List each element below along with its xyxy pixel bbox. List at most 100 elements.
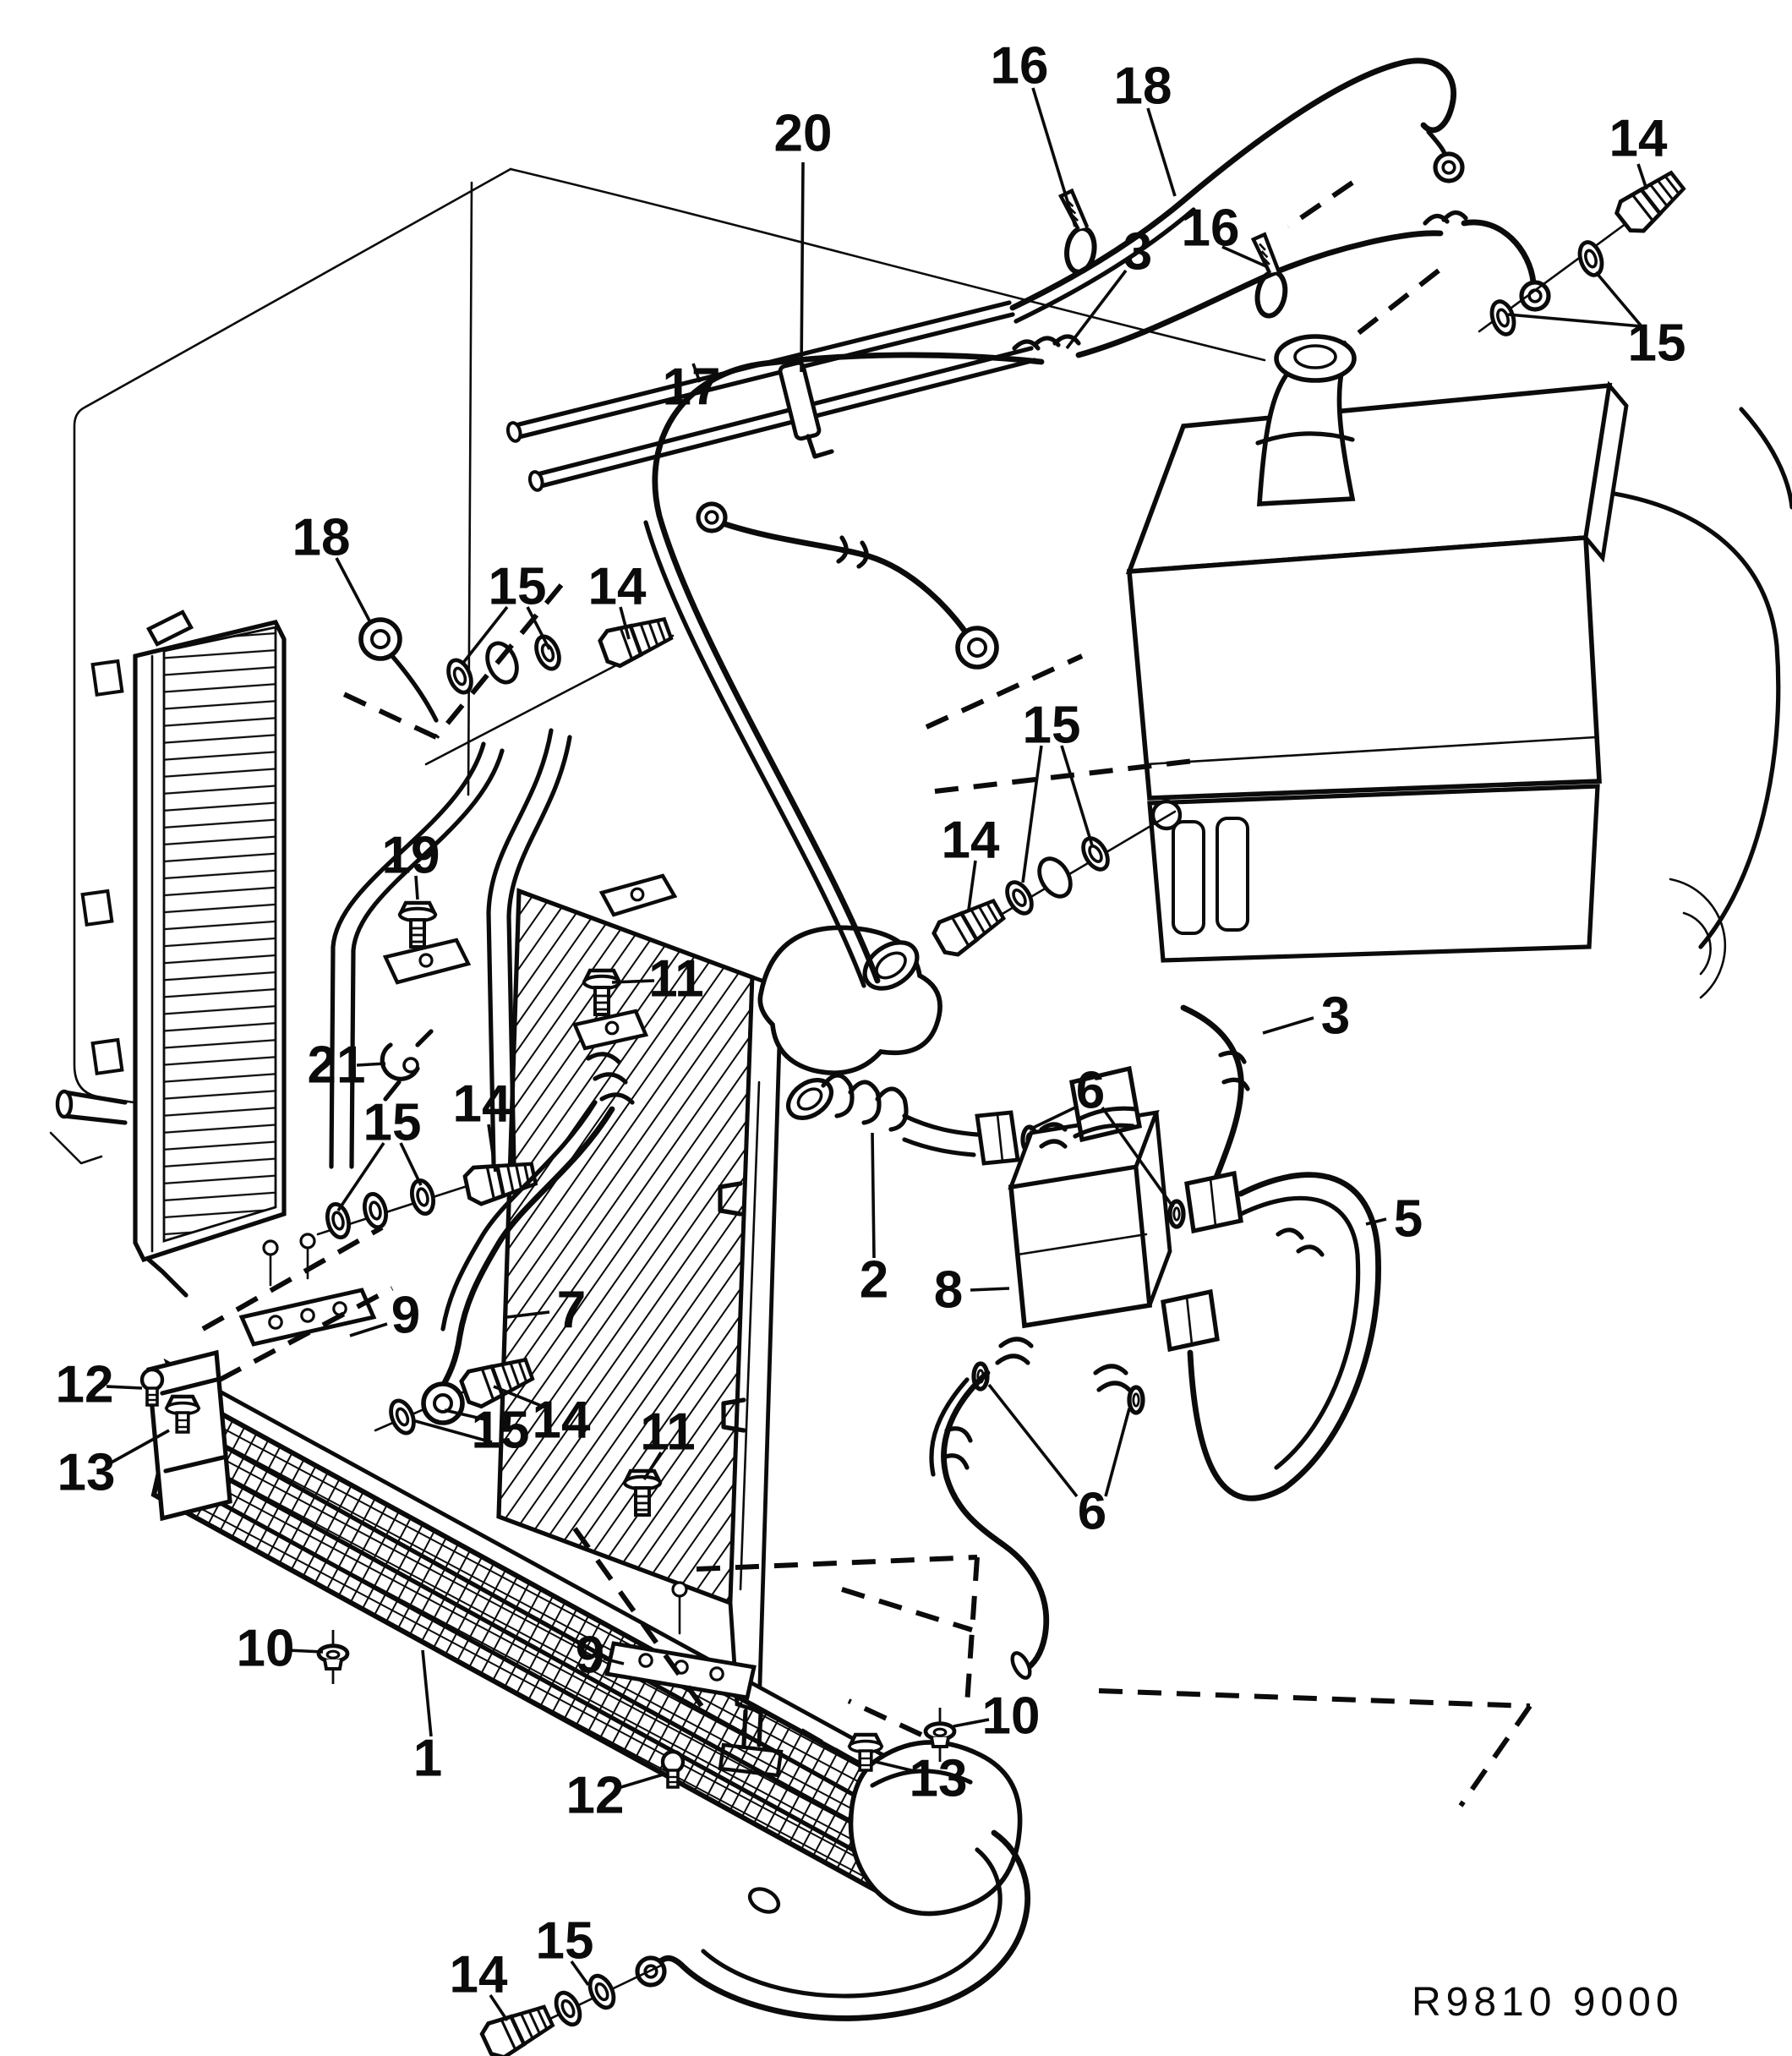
cooler-return-hose [637, 1829, 1030, 2021]
leader-line-14 [619, 606, 631, 640]
leader-line-3 [1065, 269, 1128, 350]
callout-6-38: 6 [1078, 1483, 1106, 1541]
leader-line-7 [506, 1310, 550, 1319]
oring-6-lower-right [1129, 1387, 1143, 1413]
callout-6-17: 6 [1076, 1062, 1105, 1120]
pipe-clamp-21 [380, 1029, 434, 1102]
callout-14-29: 14 [533, 1392, 591, 1450]
callout-19-13: 19 [382, 827, 440, 885]
leader-line-11 [642, 1452, 663, 1480]
callout-20-0: 20 [774, 105, 833, 163]
leader-line-15 [570, 1960, 590, 1987]
callout-18-2: 18 [1114, 57, 1172, 116]
callout-17-7: 17 [663, 358, 721, 417]
leader-line-12 [106, 1385, 143, 1390]
callout-1-35: 1 [413, 1730, 442, 1788]
callout-15-11: 15 [1023, 697, 1081, 755]
leader-line-15 [336, 1141, 385, 1212]
callout-5-18: 5 [1394, 1190, 1423, 1249]
leader-line-18 [1146, 107, 1177, 197]
leader-line-9 [349, 1322, 388, 1337]
leader-line-15 [444, 1408, 489, 1422]
oil-cooler-1 [142, 1233, 1030, 2056]
leader-line-15 [462, 605, 509, 664]
engine-block [1147, 407, 1792, 999]
hose-3-long [643, 210, 1549, 988]
leader-line-11 [611, 979, 655, 984]
radiator-center [496, 873, 942, 1778]
washer-cluster-15e [374, 1352, 535, 1436]
callout-18-8: 18 [292, 509, 351, 567]
cooler-pipes-left [316, 583, 674, 1239]
hose-7-inner [440, 1100, 598, 1331]
callout-15-21: 15 [363, 1094, 422, 1152]
leader-line-14 [493, 1385, 549, 1410]
leader-line-8 [970, 1287, 1010, 1292]
leader-line-5 [1365, 1217, 1387, 1226]
leader-line-17 [691, 363, 702, 383]
leader-line-10 [953, 1718, 990, 1728]
leader-line-12 [615, 1772, 667, 1791]
hose-with-grommet [698, 504, 1194, 794]
pipe-clamp-20 [778, 360, 834, 459]
leader-line-2 [871, 1132, 876, 1259]
callout-8-20: 8 [934, 1261, 963, 1320]
leader-line-6 [987, 1383, 1079, 1498]
callout-9-30: 9 [576, 1627, 604, 1685]
callout-16-1: 16 [991, 37, 1049, 96]
leader-line-18 [335, 557, 372, 623]
hose-4 [929, 1370, 1050, 1680]
leader-line-19 [414, 875, 419, 900]
leader-line-13 [875, 1760, 919, 1774]
callout-12-25: 12 [56, 1356, 114, 1414]
leader-line-14 [1636, 163, 1648, 190]
callout-15-36: 15 [536, 1912, 594, 1971]
leader-line-20 [800, 161, 805, 373]
hose-18 [1009, 57, 1462, 324]
engine-assembly [698, 334, 1792, 999]
leader-line-15 [399, 1142, 423, 1186]
callout-3-3: 3 [1123, 223, 1152, 282]
figure-reference-code: R9810 9000 [1412, 1980, 1684, 2025]
leader-line-10 [287, 1649, 324, 1654]
callout-14-12: 14 [942, 812, 1000, 870]
callout-10-34: 10 [982, 1687, 1041, 1746]
hose-2 [821, 1073, 1020, 1166]
oil-pipes-17 [505, 300, 1037, 492]
hose-7 [433, 1106, 615, 1400]
leader-line-16 [1031, 87, 1077, 227]
leader-line-21 [356, 1062, 386, 1067]
callout-3-16: 3 [1321, 987, 1350, 1046]
leader-line-15 [1060, 745, 1094, 846]
callout-13-26: 13 [57, 1444, 116, 1502]
banjo-top-right [1287, 166, 1689, 351]
leader-line-14 [489, 1994, 509, 2021]
leader-line-1 [421, 1649, 433, 1737]
callout-16-4: 16 [1182, 200, 1240, 258]
callout-15-9: 15 [489, 558, 547, 616]
callout-14-37: 14 [450, 1946, 508, 2004]
leader-line-15 [1021, 745, 1043, 883]
leader-line-14 [967, 860, 977, 910]
leader-line-6 [1104, 1408, 1131, 1497]
callout-7-24: 7 [557, 1282, 586, 1340]
leader-line-3 [1262, 1016, 1314, 1035]
leader-line-15 [412, 1419, 493, 1444]
pipe-bracket-19 [382, 903, 472, 985]
callout-2-19: 2 [860, 1251, 888, 1310]
callout-11-14: 11 [648, 950, 704, 1009]
leader-line-13 [107, 1429, 170, 1466]
hose-5 [1161, 1172, 1381, 1501]
banjo-port-boss [1150, 799, 1183, 831]
leader-line-9 [603, 1657, 625, 1665]
bracket-11a [571, 971, 649, 1051]
grommet-18b [361, 620, 400, 659]
alignment-dashes [201, 1225, 1532, 1807]
callout-11-27: 11 [640, 1403, 696, 1462]
callout-9-23: 9 [391, 1287, 420, 1345]
leader-line-14 [487, 1124, 497, 1173]
radiator-left [49, 610, 287, 1298]
